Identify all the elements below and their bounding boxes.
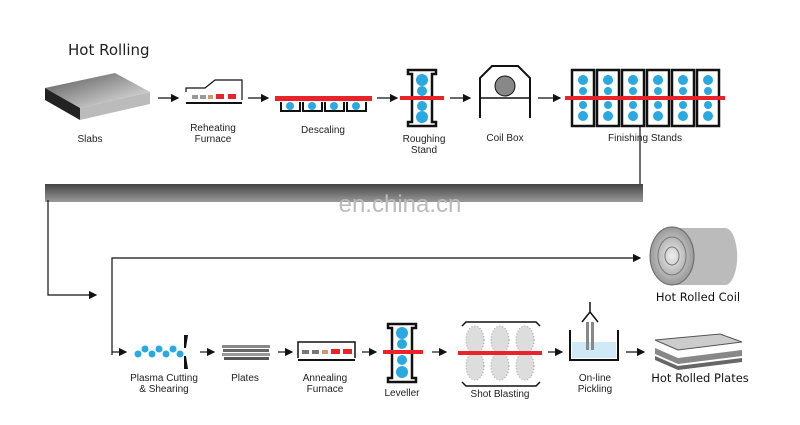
label-hot-rolled-plates: Hot Rolled Plates — [651, 371, 749, 385]
slab-icon — [45, 73, 150, 120]
coil-box-icon — [479, 65, 531, 118]
pickling-icon — [569, 302, 619, 361]
label-finishing-stands: Finishing Stands — [608, 133, 682, 144]
label-descaling: Descaling — [301, 125, 345, 136]
watermark: en.china.cn — [339, 191, 462, 218]
label-annealing-furnace-1: Annealing — [303, 373, 347, 384]
plasma-cutting-icon — [134, 335, 188, 369]
shot-blasting-icon — [458, 321, 542, 387]
label-pickling-1: On-line — [579, 373, 612, 384]
roughing-stand-icon — [400, 68, 444, 128]
transfer-band — [45, 184, 643, 202]
connector-line — [111, 253, 642, 355]
label-plasma-cutting-2: & Shearing — [139, 384, 188, 395]
hot-rolled-coil-icon — [649, 226, 738, 286]
finishing-stands-icon — [565, 68, 725, 128]
plates-icon — [222, 345, 270, 360]
label-coil-box: Coil Box — [486, 133, 523, 144]
label-roughing-stand-2: Stand — [411, 145, 437, 156]
label-annealing-furnace-2: Furnace — [307, 384, 344, 395]
label-roughing-stand-1: Roughing — [403, 134, 446, 145]
annealing-furnace-icon — [297, 341, 356, 361]
hot-rolled-plates-icon — [654, 333, 743, 370]
label-plasma-cutting-1: Plasma Cutting — [130, 373, 198, 384]
label-reheating-furnace-1: Reheating — [190, 123, 236, 134]
label-slabs: Slabs — [77, 134, 102, 145]
label-leveller: Leveller — [384, 388, 420, 399]
label-hot-rolled-coil: Hot Rolled Coil — [656, 290, 740, 304]
connector-line — [47, 200, 98, 300]
label-shot-blasting: Shot Blasting — [471, 389, 530, 400]
label-reheating-furnace-2: Furnace — [195, 134, 232, 145]
label-plates: Plates — [231, 373, 259, 384]
leveller-icon — [383, 322, 423, 384]
descaling-icon — [275, 96, 372, 112]
diagram-title: Hot Rolling — [68, 41, 150, 59]
label-pickling-2: Pickling — [578, 384, 612, 395]
reheating-furnace-icon — [185, 79, 243, 104]
